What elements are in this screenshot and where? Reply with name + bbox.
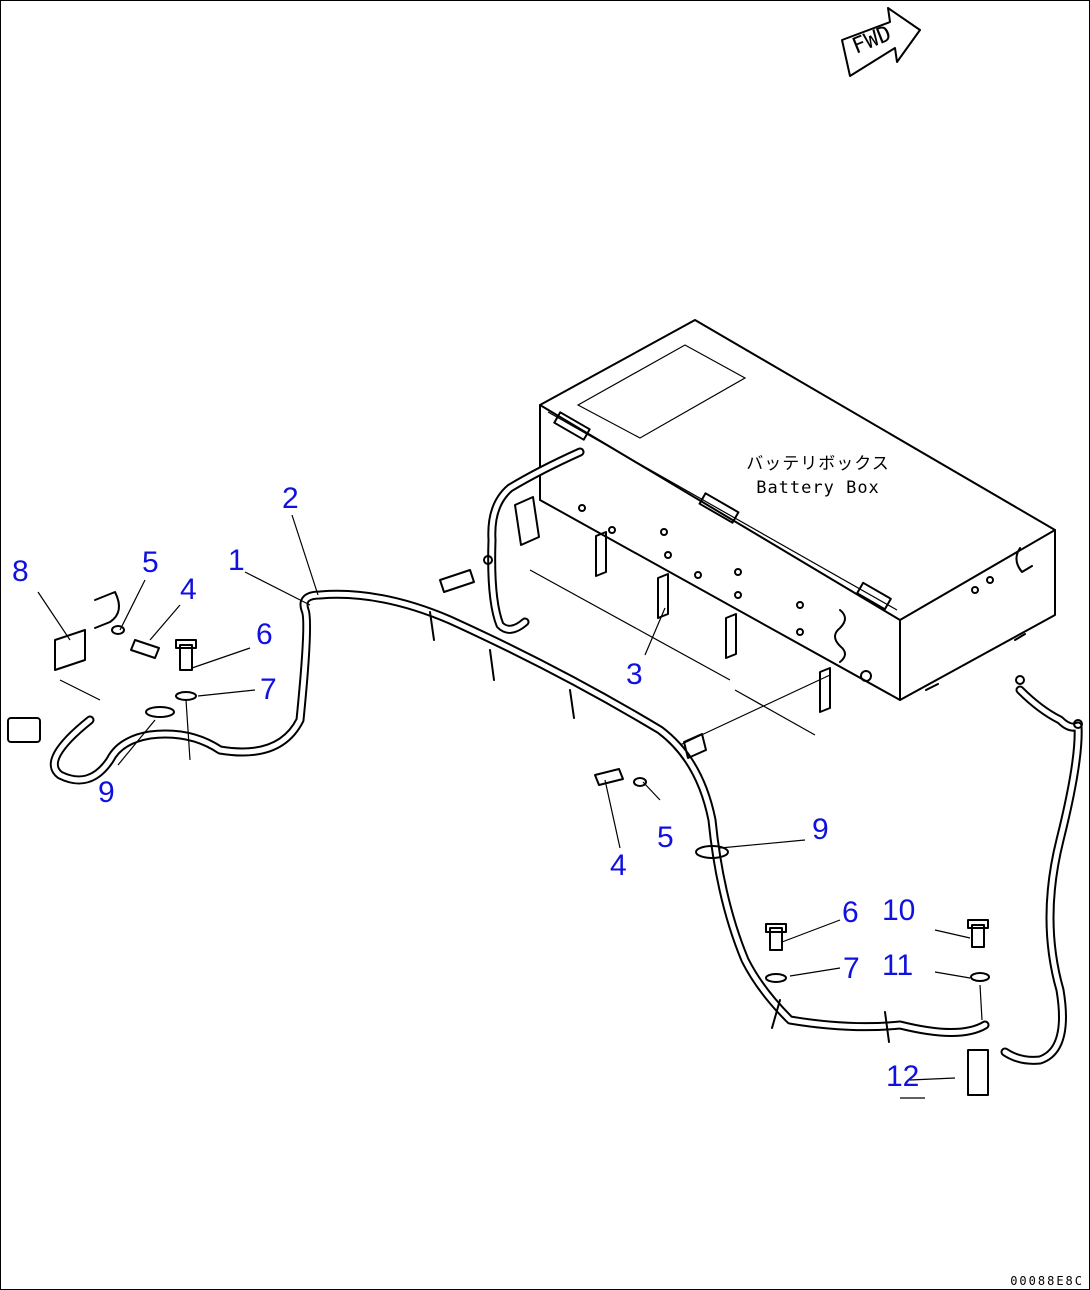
callout-7: 7 [260,673,277,706]
callout-10: 10 [882,894,916,927]
callout-4b: 4 [610,849,627,882]
callout-5b: 5 [657,821,674,854]
bracket-8 [54,591,120,701]
callout-12: 12 [886,1060,920,1093]
callout-6: 6 [256,618,273,651]
leader-lines [37,514,983,1099]
battery-box-label-en: Battery Box [756,478,880,498]
fwd-arrow-icon [841,7,921,77]
battery-box-label: バッテリボックス Battery Box [718,452,918,500]
cable-harness-1 [7,589,990,1043]
callout-11: 11 [882,949,914,982]
callout-7b: 7 [843,952,860,985]
battery-box-label-jp: バッテリボックス [746,454,890,474]
battery-box [539,319,1056,701]
callout-9b: 9 [812,813,829,846]
callout-1: 1 [228,544,245,577]
callout-9: 9 [98,776,115,809]
callout-8: 8 [12,555,29,588]
callout-5: 5 [142,546,159,579]
callout-3: 3 [626,658,643,691]
callout-2: 2 [282,482,299,515]
callout-4: 4 [180,573,197,606]
mounting-plates [529,531,831,746]
cable-right [1000,675,1083,1065]
callout-6b: 6 [842,896,859,929]
cable-box-upper [439,447,585,634]
drawing-code: 00088E8C [1010,1274,1084,1288]
